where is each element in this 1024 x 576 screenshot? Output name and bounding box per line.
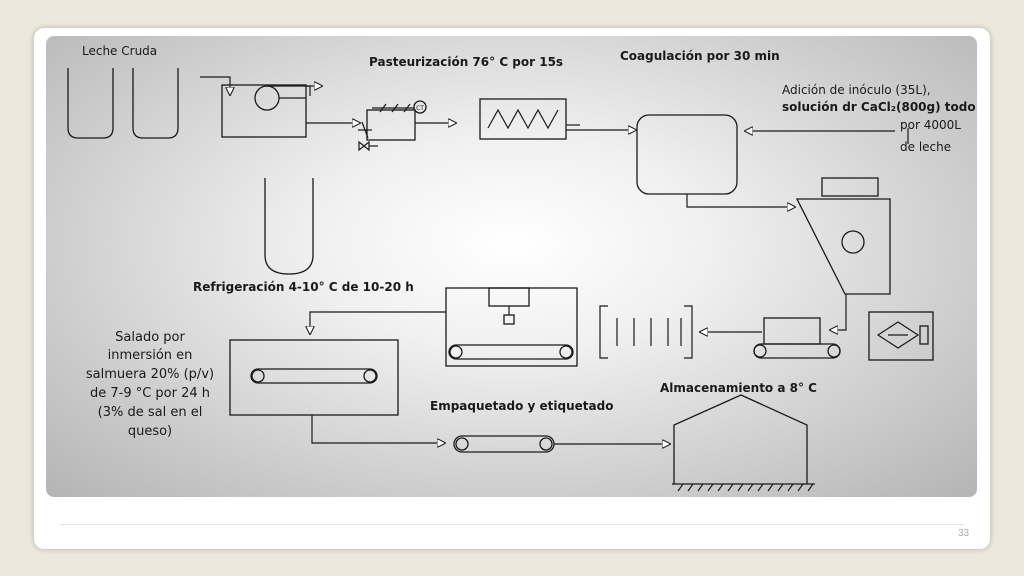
thermostat-icon xyxy=(413,100,427,114)
label-refrigeration: Refrigeración 4-10° C de 10-20 h xyxy=(193,280,414,294)
valve-assembly: CT xyxy=(358,100,456,152)
label-salting-line-6: queso) xyxy=(128,424,172,439)
label-salting-line-5: (3% de sal en el xyxy=(98,405,203,420)
small-conveyor xyxy=(700,317,841,359)
label-salting-line-4: de 7-9 °C por 24 h xyxy=(90,386,210,401)
packaging-conveyor xyxy=(453,435,670,453)
heat-exchanger xyxy=(479,98,636,140)
raw-milk-tank-1 xyxy=(67,68,114,139)
label-salting-line-1: Salado por xyxy=(115,330,185,345)
label-inoculum-line-3: por 4000L xyxy=(900,118,961,132)
diagram-panel xyxy=(46,36,977,497)
label-storage: Almacenamiento a 8° C xyxy=(660,381,817,395)
label-salting-line-2: inmersión en xyxy=(108,348,193,363)
page-number: 33 xyxy=(958,528,970,539)
label-inoculum-line-4: de leche xyxy=(900,140,951,154)
label-coagulation: Coagulación por 30 min xyxy=(620,49,780,63)
brine-tank xyxy=(229,339,445,443)
label-inoculum-line-2: solución dr CaCl₂(800g) todo xyxy=(782,100,976,114)
refrigeration-tank xyxy=(264,178,314,275)
label-packaging: Empaquetado y etiquetado xyxy=(430,399,613,413)
press-unit xyxy=(795,177,891,330)
raw-milk-tank-2 xyxy=(132,68,179,139)
footer-divider xyxy=(60,524,964,525)
label-raw-milk: Leche Cruda xyxy=(82,44,157,58)
coagulation-vat xyxy=(636,114,909,207)
pump-tank-unit xyxy=(200,76,360,138)
label-salting-line-3: salmuera 20% (p/v) xyxy=(86,367,214,382)
press-box xyxy=(310,287,578,367)
side-valve xyxy=(868,311,934,361)
label-pasteurization: Pasteurización 76° C por 15s xyxy=(369,55,563,69)
thermostat-tag: CT xyxy=(416,105,424,112)
label-inoculum-line-1: Adición de inóculo (35L), xyxy=(782,83,931,97)
mold-press xyxy=(599,305,693,359)
storage-warehouse xyxy=(672,394,815,492)
